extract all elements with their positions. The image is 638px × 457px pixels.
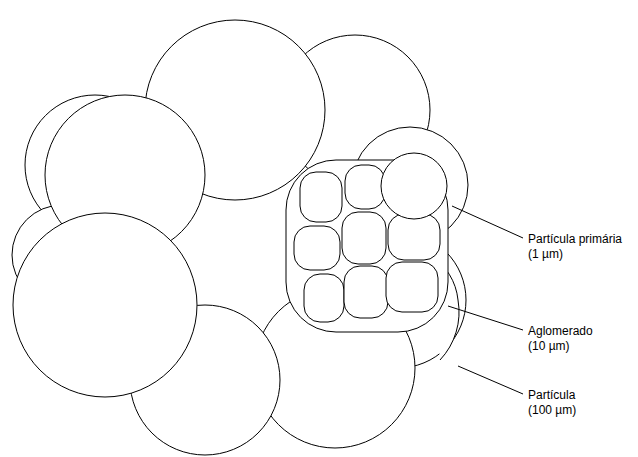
particle-label: Partícula (100 µm) — [528, 388, 586, 418]
agglomerate-label: Aglomerado (10 µm) — [528, 324, 600, 354]
primary-particle-label: Partícula primária (1 µm) — [528, 232, 628, 262]
